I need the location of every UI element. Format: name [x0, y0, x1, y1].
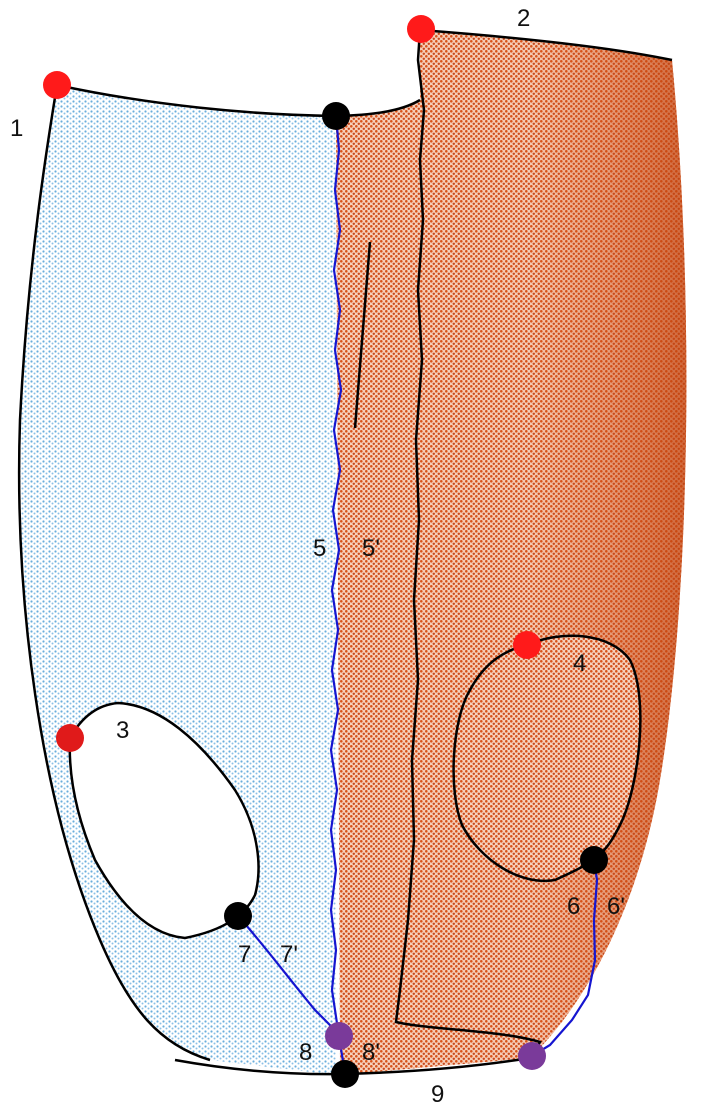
label-9: 9	[431, 1081, 444, 1107]
label-7: 7	[238, 941, 251, 968]
endpoint-1	[43, 71, 71, 99]
label-8-prime: 8'	[362, 1039, 380, 1066]
label-1: 1	[10, 115, 23, 142]
endpoint-3	[56, 724, 84, 752]
right-surface-shading	[336, 30, 686, 1075]
label-5-prime: 5'	[362, 535, 380, 562]
endpoint-2	[407, 15, 435, 43]
label-7-prime: 7'	[280, 941, 298, 968]
label-3: 3	[116, 717, 129, 744]
endpoint-4	[513, 631, 541, 659]
label-6: 6	[567, 893, 580, 920]
vertex-6-bottom	[518, 1042, 546, 1070]
label-6-prime: 6'	[607, 893, 625, 920]
label-8: 8	[299, 1039, 312, 1066]
vertex-6	[580, 846, 608, 874]
vertex-7	[224, 902, 252, 930]
label-5: 5	[313, 535, 326, 562]
label-2: 2	[517, 5, 530, 32]
vertex-9	[331, 1060, 359, 1088]
vertex-8	[325, 1022, 353, 1050]
label-4: 4	[573, 650, 586, 677]
vertex-5	[322, 102, 350, 130]
